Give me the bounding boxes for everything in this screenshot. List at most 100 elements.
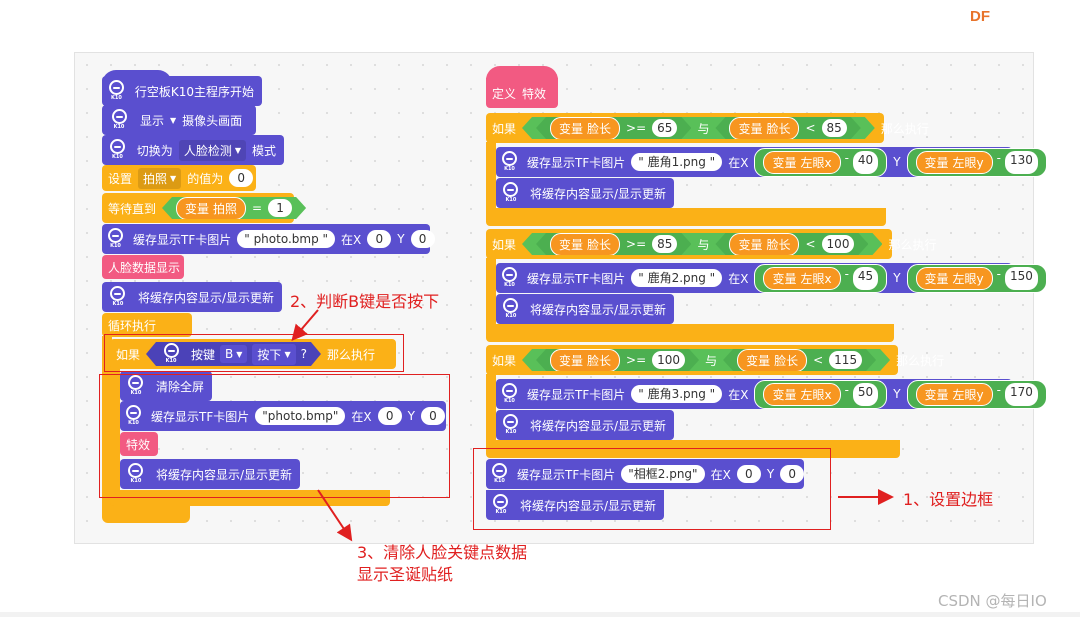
refresh-display-block[interactable]: K10 将缓存内容显示/显示更新	[496, 410, 674, 440]
x-expression[interactable]: 变量左眼x - 45	[754, 263, 888, 293]
if-face-length-block-1[interactable]: 如果 变量脸长 >= 65 与 变量脸长 < 85 那么执行	[486, 113, 929, 143]
variable-reporter[interactable]: 变量左眼y	[915, 382, 993, 406]
x-expression[interactable]: 变量左眼x - 50	[754, 379, 888, 409]
variable-reporter[interactable]: 变量左眼x	[763, 382, 841, 406]
compare-operator[interactable]: 变量脸长 >= 100	[536, 349, 699, 371]
refresh-display-block-2[interactable]: K10 将缓存内容显示/显示更新	[120, 459, 300, 489]
var-prefix: 变量	[559, 353, 584, 368]
key-pressed-condition[interactable]: K10 按键 B▼ 按下▼ ?	[146, 342, 321, 366]
arrow-to-if-key-icon	[291, 309, 319, 342]
compare-value-input[interactable]: 100	[822, 235, 855, 253]
filename-input[interactable]: " photo.bmp "	[237, 230, 336, 248]
operator-symbol: =	[252, 201, 263, 215]
if-face-length-block-3[interactable]: 如果 变量脸长 >= 100 与 变量脸长 < 115 那么执行	[486, 345, 944, 375]
y-input[interactable]: 0	[780, 465, 805, 483]
refresh-display-block[interactable]: K10 将缓存内容显示/显示更新	[496, 294, 674, 324]
filename-input[interactable]: " 鹿角3.png "	[631, 385, 723, 403]
program-start-block[interactable]: K10 行空板K10主程序开始	[102, 76, 262, 106]
display-block[interactable]: K10 显示 ▼ 摄像头画面	[102, 105, 256, 135]
variable-reporter[interactable]: 变量脸长	[550, 117, 620, 140]
set-value-input[interactable]: 0	[229, 169, 254, 187]
variable-reporter[interactable]: 变量左眼y	[915, 266, 993, 290]
cache-antler-block-1[interactable]: K10 缓存显示TF卡图片 " 鹿角1.png " 在X 变量左眼x - 40 …	[496, 147, 1047, 177]
compare-operator[interactable]: 变量脸长 >= 85	[536, 233, 691, 255]
y-expression[interactable]: 变量左眼y - 130	[906, 147, 1047, 177]
compare-value-input[interactable]: 85	[652, 235, 677, 253]
frame-refresh-block[interactable]: K10 将缓存内容显示/显示更新	[486, 490, 664, 520]
cache-frame-block[interactable]: K10 缓存显示TF卡图片 "相框2.png" 在X 0 Y 0	[486, 459, 805, 489]
var-name: 拍照	[213, 201, 238, 216]
compare-value-input[interactable]: 100	[652, 351, 685, 369]
annotation-note-1: 1、设置边框	[903, 490, 994, 509]
x-input[interactable]: 0	[377, 407, 402, 425]
compare-value-input[interactable]: 65	[652, 119, 677, 137]
compare-value-input[interactable]: 115	[829, 351, 862, 369]
x-offset-input[interactable]: 50	[852, 382, 879, 406]
y-input[interactable]: 0	[410, 230, 435, 248]
caret-down-icon[interactable]: ▼	[170, 115, 177, 125]
variable-reporter[interactable]: 变量脸长	[550, 233, 620, 256]
filename-input[interactable]: "photo.bmp"	[255, 407, 346, 425]
y-offset-input[interactable]: 170	[1005, 382, 1038, 406]
x-input[interactable]: 0	[367, 230, 392, 248]
y-input[interactable]: 0	[421, 407, 445, 425]
and-operator[interactable]: 变量脸长 >= 65 与 变量脸长 < 85	[522, 117, 875, 139]
variable-reporter[interactable]: 变量左眼x	[763, 150, 841, 174]
filename-input[interactable]: " 鹿角1.png "	[631, 153, 723, 171]
variable-reporter[interactable]: 变量左眼y	[915, 150, 993, 174]
forever-loop-block[interactable]: 循环执行	[102, 313, 192, 337]
y-expression[interactable]: 变量左眼y - 170	[906, 379, 1047, 409]
compare-operator[interactable]: 变量脸长 >= 65	[536, 117, 691, 139]
clear-screen-block[interactable]: K10 清除全屏	[120, 371, 212, 401]
y-label: Y	[397, 232, 405, 246]
x-input[interactable]: 0	[736, 465, 761, 483]
if-face-length-block-2[interactable]: 如果 变量脸长 >= 85 与 变量脸长 < 100 那么执行	[486, 229, 936, 259]
cache-antler-block-3[interactable]: K10 缓存显示TF卡图片 " 鹿角3.png " 在X 变量左眼x - 50 …	[496, 379, 1047, 409]
annotation-note-2: 2、判断B键是否按下	[290, 292, 440, 311]
cache-antler-block-2[interactable]: K10 缓存显示TF卡图片 " 鹿角2.png " 在X 变量左眼x - 45 …	[496, 263, 1047, 293]
variable-reporter[interactable]: 变量脸长	[729, 233, 799, 256]
operator-symbol: -	[996, 150, 1001, 165]
filename-input[interactable]: " 鹿角2.png "	[631, 269, 723, 287]
define-effect-block[interactable]: 定义 特效	[486, 78, 558, 108]
set-variable-block[interactable]: 设置 拍照▼ 的值为 0	[102, 165, 256, 191]
k10-board-icon: K10	[492, 494, 510, 516]
face-data-call-block[interactable]: 人脸数据显示	[102, 255, 184, 279]
x-label: 在X	[728, 155, 749, 170]
face-data-label: 人脸数据显示	[108, 260, 181, 275]
compare-value-input[interactable]: 85	[822, 119, 847, 137]
equals-operator[interactable]: 变量拍照 = 1	[162, 197, 306, 219]
y-offset-input[interactable]: 150	[1005, 266, 1038, 290]
if-bottom-arm	[486, 208, 886, 226]
var-prefix: 变量	[559, 237, 584, 252]
compare-operator[interactable]: 变量脸长 < 100	[715, 233, 868, 255]
program-start-label: 行空板K10主程序开始	[134, 84, 254, 99]
variable-dropdown[interactable]: 拍照▼	[138, 167, 182, 189]
x-offset-input[interactable]: 40	[852, 150, 879, 174]
refresh-display-block-1[interactable]: K10 将缓存内容显示/显示更新	[102, 282, 282, 312]
wait-until-block[interactable]: 等待直到 变量拍照 = 1	[102, 193, 294, 223]
variable-reporter[interactable]: 变量脸长	[550, 349, 620, 372]
key-dropdown[interactable]: B▼	[220, 345, 247, 363]
operator-symbol: >=	[626, 353, 647, 367]
y-offset-input[interactable]: 130	[1005, 150, 1038, 174]
cache-image-block-2[interactable]: K10 缓存显示TF卡图片 "photo.bmp" 在X 0 Y 0	[120, 401, 446, 431]
x-offset-input[interactable]: 45	[852, 266, 879, 290]
effect-call-block[interactable]: 特效	[120, 432, 158, 456]
key-label: 按键	[191, 347, 216, 362]
refresh-display-block[interactable]: K10 将缓存内容显示/显示更新	[496, 178, 674, 208]
filename-input[interactable]: "相框2.png"	[621, 465, 705, 483]
var-prefix: 变量	[559, 121, 584, 136]
switch-mode-block[interactable]: K10 切换为 人脸检测▼ 模式	[102, 135, 284, 165]
and-operator[interactable]: 变量脸长 >= 85 与 变量脸长 < 100	[522, 233, 882, 255]
key-state-dropdown[interactable]: 按下▼	[252, 344, 295, 365]
variable-reporter[interactable]: 变量左眼x	[763, 266, 841, 290]
x-expression[interactable]: 变量左眼x - 40	[754, 147, 888, 177]
var-name: 脸长	[766, 121, 791, 136]
if-key-pressed-block[interactable]: 如果 K10 按键 B▼ 按下▼ ? 那么执行	[110, 339, 396, 369]
compare-value-input[interactable]: 1	[268, 199, 292, 217]
cache-image-block-1[interactable]: K10 缓存显示TF卡图片 " photo.bmp " 在X 0 Y 0	[102, 224, 435, 254]
mode-dropdown[interactable]: 人脸检测▼	[178, 139, 246, 161]
set-suffix: 的值为	[187, 171, 224, 186]
y-expression[interactable]: 变量左眼y - 150	[906, 263, 1047, 293]
